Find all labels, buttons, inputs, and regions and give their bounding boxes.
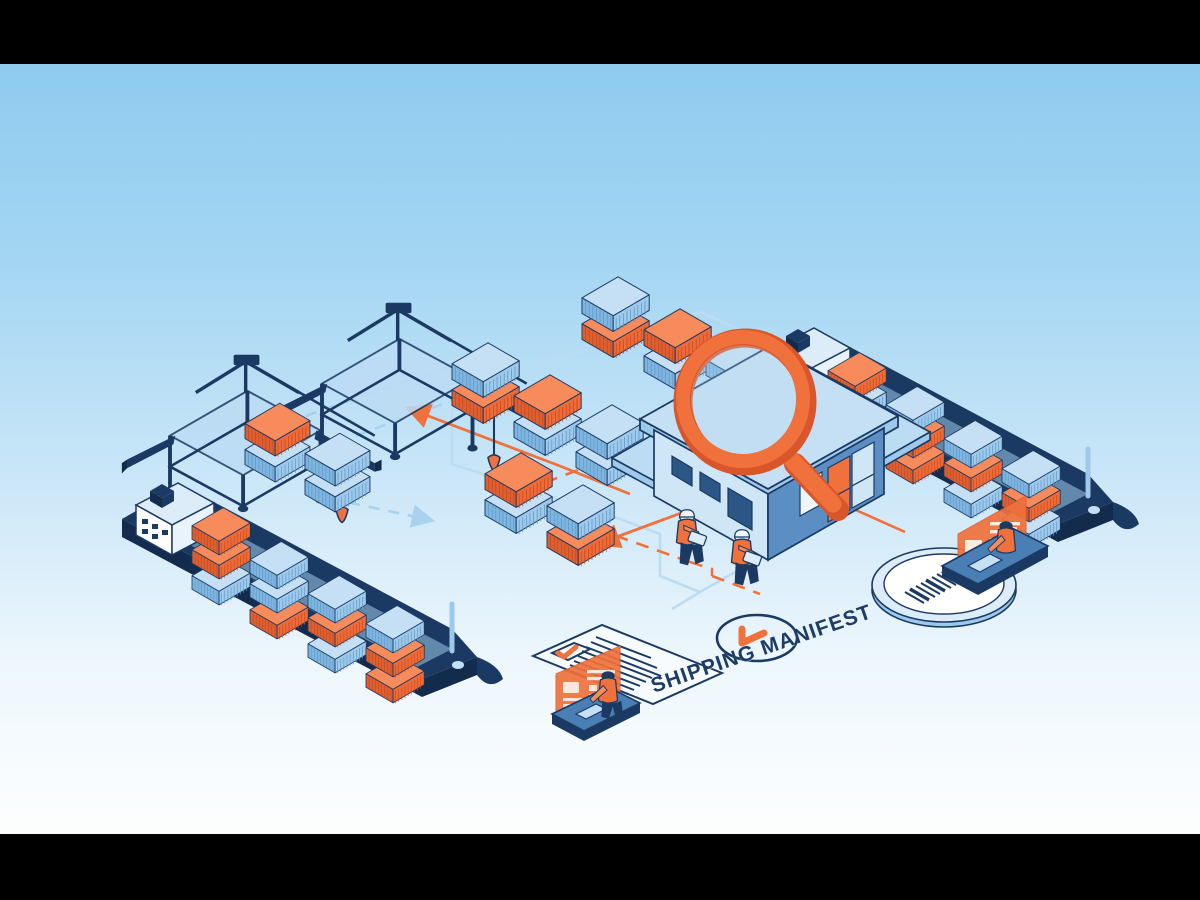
isometric-scene: SHIPPING MANIFEST	[0, 64, 1200, 834]
flow-customs-to-manifest	[689, 560, 761, 596]
magnifying-glass-icon	[673, 328, 849, 521]
container-ship-left	[122, 482, 503, 704]
letterbox-top-bar	[0, 0, 1200, 64]
clock-icon	[715, 613, 799, 663]
object-layer	[119, 276, 1139, 741]
flow-manifest-link	[619, 517, 736, 611]
container-stack-dock	[244, 402, 371, 514]
manifest-data-entry-kiosk	[550, 645, 642, 741]
barcode-scan-terminal	[940, 495, 1050, 595]
letterbox-bottom-bar	[0, 834, 1200, 900]
